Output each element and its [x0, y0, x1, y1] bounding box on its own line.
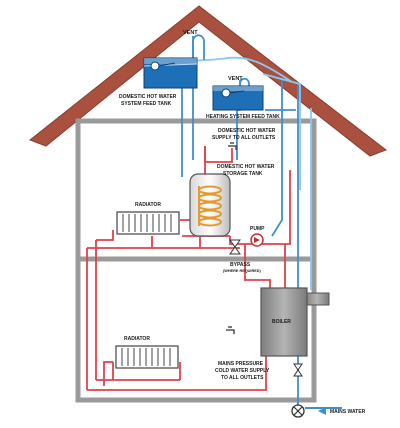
heating-system-feed-tank — [212, 85, 264, 111]
pump-icon — [250, 233, 264, 247]
hw-supply-label-1: DOMESTIC HOT WATER — [218, 128, 276, 134]
mains-pressure-label-2: COLD WATER SUPPLY — [215, 368, 270, 374]
boiler — [260, 287, 330, 357]
vent-label-left: VENT — [183, 30, 198, 36]
water-meter-icon — [291, 404, 305, 418]
storage-tank-label-2: STORAGE TANK — [223, 171, 263, 177]
mains-pressure-label-1: MAINS PRESSURE — [218, 361, 264, 367]
dhw-feed-tank-label-2: SYSTEM FEED TANK — [121, 101, 172, 107]
bypass-label-1: BYPASS — [230, 262, 251, 268]
cold-tap-icon — [226, 326, 235, 334]
bypass-valve-icon — [229, 239, 241, 255]
heating-feed-tank-label: HEATING SYSTEM FEED TANK — [206, 114, 280, 120]
pump-label: PUMP — [250, 226, 265, 232]
hw-supply-label-2: SUPPLY TO ALL OUTLETS — [212, 135, 276, 141]
hot-tap-icon — [228, 142, 237, 150]
radiator-upper-label: RADIATOR — [135, 202, 161, 208]
roof — [28, 5, 388, 157]
radiator-lower-label: RADIATOR — [124, 336, 150, 342]
radiator-lower — [115, 345, 179, 369]
domestic-hot-water-feed-tank — [143, 57, 198, 89]
mains-pressure-label-3: TO ALL OUTLETS — [221, 375, 264, 381]
storage-tank-label-1: DOMESTIC HOT WATER — [217, 164, 275, 170]
boiler-label: BOILER — [272, 319, 291, 325]
radiator-upper — [116, 211, 180, 235]
bypass-label-2: (WHERE REQUIRED) — [223, 269, 261, 273]
vent-pipes — [192, 34, 250, 96]
dhw-feed-tank-label-1: DOMESTIC HOT WATER — [119, 94, 177, 100]
vent-label-right: VENT — [228, 76, 243, 82]
hot-water-storage-cylinder — [189, 173, 231, 237]
mains-water-label: MAINS WATER — [330, 409, 366, 415]
mains-valve-icon — [293, 363, 303, 377]
mains-arrow-icon — [318, 407, 326, 415]
